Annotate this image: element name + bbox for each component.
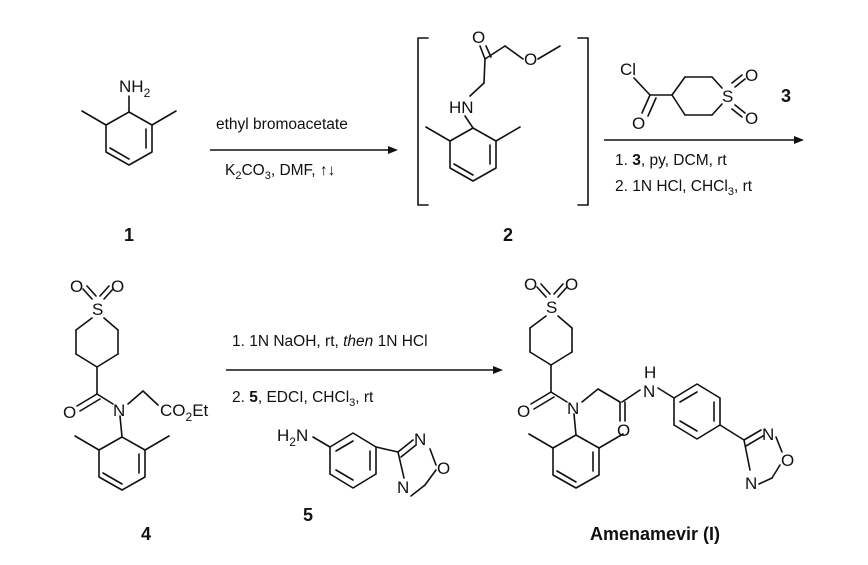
compound-4-sulfone-o-left: O [70,277,83,296]
compound-3-o-top: O [745,66,758,85]
step-3: 1. 1N NaOH, rt, then 1N HCl 2. 5, EDCI, … [226,333,503,525]
compound-2-bonds [425,45,561,182]
product-nh-n: N [643,382,655,401]
product-oxadiazole-n-bottom: N [745,474,757,493]
product-oxadiazole-o: O [781,451,794,470]
compound-1: NH2 1 [81,77,177,245]
compound-1-amine-label: NH2 [119,77,151,100]
compound-4-s: S [92,300,103,319]
compound-5-h2n: H2N [277,426,308,449]
compound-2-brackets [417,37,589,206]
compound-4-amide-o: O [63,403,76,422]
compound-3-bonds [633,74,746,118]
compound-2-ester-o: O [524,50,537,69]
compound-5-n-bottom: N [397,478,409,497]
compound-5-o: O [437,459,450,478]
product-label: Amenamevir (I) [590,524,720,544]
product-bonds [528,283,783,489]
product-amide-o-2: O [617,421,630,440]
compound-3-carbonyl-o: O [632,114,645,133]
step-1-conditions: K2CO3, DMF, ↑↓ [225,162,335,182]
step-2-arrowhead [794,136,804,144]
compound-5-label: 5 [303,505,313,525]
product-amenamevir: O O S O N O H N N O N Amenamevir (I) [517,275,794,544]
step-1: ethyl bromoacetate K2CO3, DMF, ↑↓ [210,116,398,182]
product-nh-h: H [644,363,656,382]
compound-5: H2N N O N 5 [277,426,450,525]
step-1-reagent: ethyl bromoacetate [216,116,348,133]
compound-5-bonds [312,432,437,497]
step-2: Cl O S O O 3 1. 3, py, DCM, rt 2. 1N HCl… [604,60,804,198]
compound-3-s: S [722,87,733,106]
step-3-arrowhead [493,366,503,374]
compound-2-label: 2 [503,225,513,245]
compound-4-bonds [74,285,170,491]
step-3-condition-2: 2. 5, EDCI, CHCl3, rt [232,389,374,409]
compound-4-co2et: CO2Et [160,401,209,424]
product-sulfone-o-left: O [524,275,537,294]
compound-3: Cl O S O O 3 [620,60,791,133]
compound-4-label: 4 [141,524,151,544]
compound-5-n-top: N [414,430,426,449]
step-2-condition-2: 2. 1N HCl, CHCl3, rt [615,178,753,198]
compound-3-label: 3 [781,86,791,106]
compound-4: O O S O N CO2Et 4 [63,277,209,544]
product-sulfone-o-right: O [565,275,578,294]
product-n: N [567,399,579,418]
step-1-arrowhead [388,146,398,154]
compound-2: O O HN 2 [417,28,589,245]
compound-2-carbonyl-o: O [472,28,485,47]
compound-3-cl: Cl [620,60,636,79]
compound-4-n: N [113,401,125,420]
compound-4-sulfone-o-right: O [111,277,124,296]
compound-1-label: 1 [124,225,134,245]
product-s: S [546,298,557,317]
compound-3-o-bottom: O [745,109,758,128]
compound-2-hn: HN [449,98,474,117]
product-oxadiazole-n-top: N [762,425,774,444]
step-3-condition-1: 1. 1N NaOH, rt, then 1N HCl [232,333,428,350]
product-amide-o-1: O [517,402,530,421]
step-2-condition-1: 1. 3, py, DCM, rt [615,152,727,169]
compound-1-bonds [81,95,177,166]
